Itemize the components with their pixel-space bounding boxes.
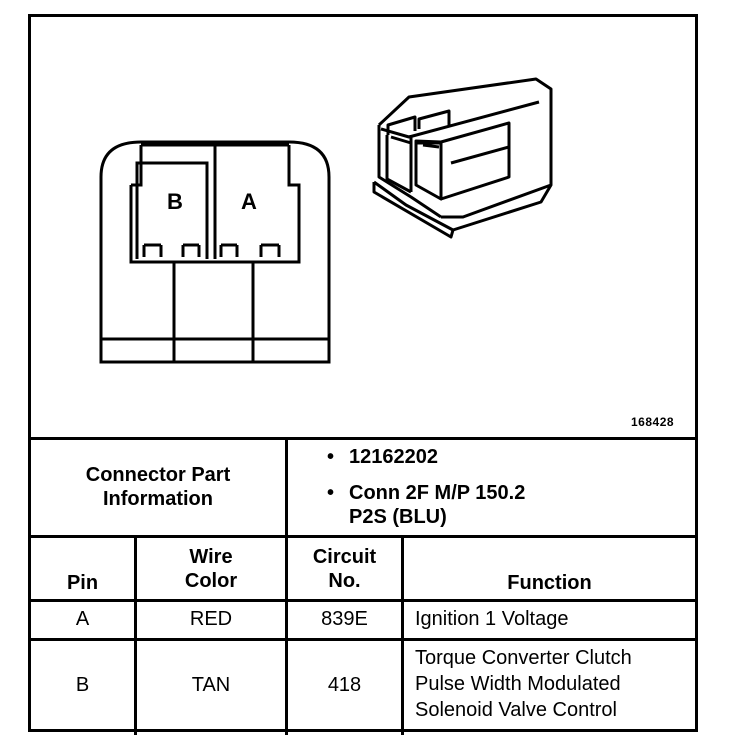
row-a-function: Ignition 1 Voltage — [415, 608, 569, 630]
pin-a-label: A — [241, 189, 257, 214]
connector-description-item: • Conn 2F M/P 150.2 P2S (BLU) — [327, 481, 525, 529]
connector-description: P2S (BLU) — [349, 506, 447, 528]
header-circuit-line: No. — [328, 570, 361, 592]
connector-illustration: B A — [99, 77, 553, 364]
row-b-function-line: Solenoid Valve Control — [415, 699, 617, 721]
divider — [401, 535, 404, 735]
divider — [285, 437, 288, 735]
divider — [134, 535, 137, 735]
row-b-color: TAN — [191, 674, 231, 696]
divider — [31, 437, 695, 440]
divider — [31, 535, 695, 538]
connector-info-label-line: Connector Part — [85, 464, 231, 486]
row-b-function: Torque Converter Clutch Pulse Width Modu… — [415, 645, 695, 723]
part-number-item: • 12162202 — [327, 445, 438, 469]
header-circuit-line: Circuit — [312, 546, 377, 568]
divider — [31, 638, 695, 641]
row-a-circuit: 839E — [321, 608, 368, 630]
part-number: 12162202 — [349, 446, 438, 468]
row-b-function-line: Torque Converter Clutch — [415, 647, 632, 669]
connector-isometric-drawing — [372, 77, 553, 239]
connector-info-label-line: Information — [103, 488, 213, 510]
header-pin: Pin — [66, 572, 99, 594]
divider — [31, 599, 695, 602]
header-wire-color-line: Wire — [189, 546, 233, 568]
bullet-icon: • — [327, 482, 335, 504]
bullet-icon: • — [327, 446, 335, 468]
row-b-circuit: 418 — [327, 674, 362, 696]
header-wire-color-line: Color — [184, 570, 238, 592]
row-b-function-line: Pulse Width Modulated — [415, 673, 621, 695]
header-wire-color: Wire Color — [137, 545, 285, 593]
pin-b-label: B — [167, 189, 183, 214]
connector-description: Conn 2F M/P 150.2 — [349, 482, 526, 504]
row-a-pin: A — [75, 608, 90, 630]
row-b-pin: B — [75, 674, 90, 696]
connector-face-drawing — [99, 140, 331, 364]
header-function: Function — [507, 572, 592, 594]
row-a-color: RED — [189, 608, 233, 630]
header-circuit-no: Circuit No. — [288, 545, 401, 593]
connector-sheet: B A 168428 Connector Part Information — [28, 14, 698, 735]
figure-id: 168428 — [631, 415, 675, 429]
connector-info-label: Connector Part Information — [31, 463, 285, 511]
